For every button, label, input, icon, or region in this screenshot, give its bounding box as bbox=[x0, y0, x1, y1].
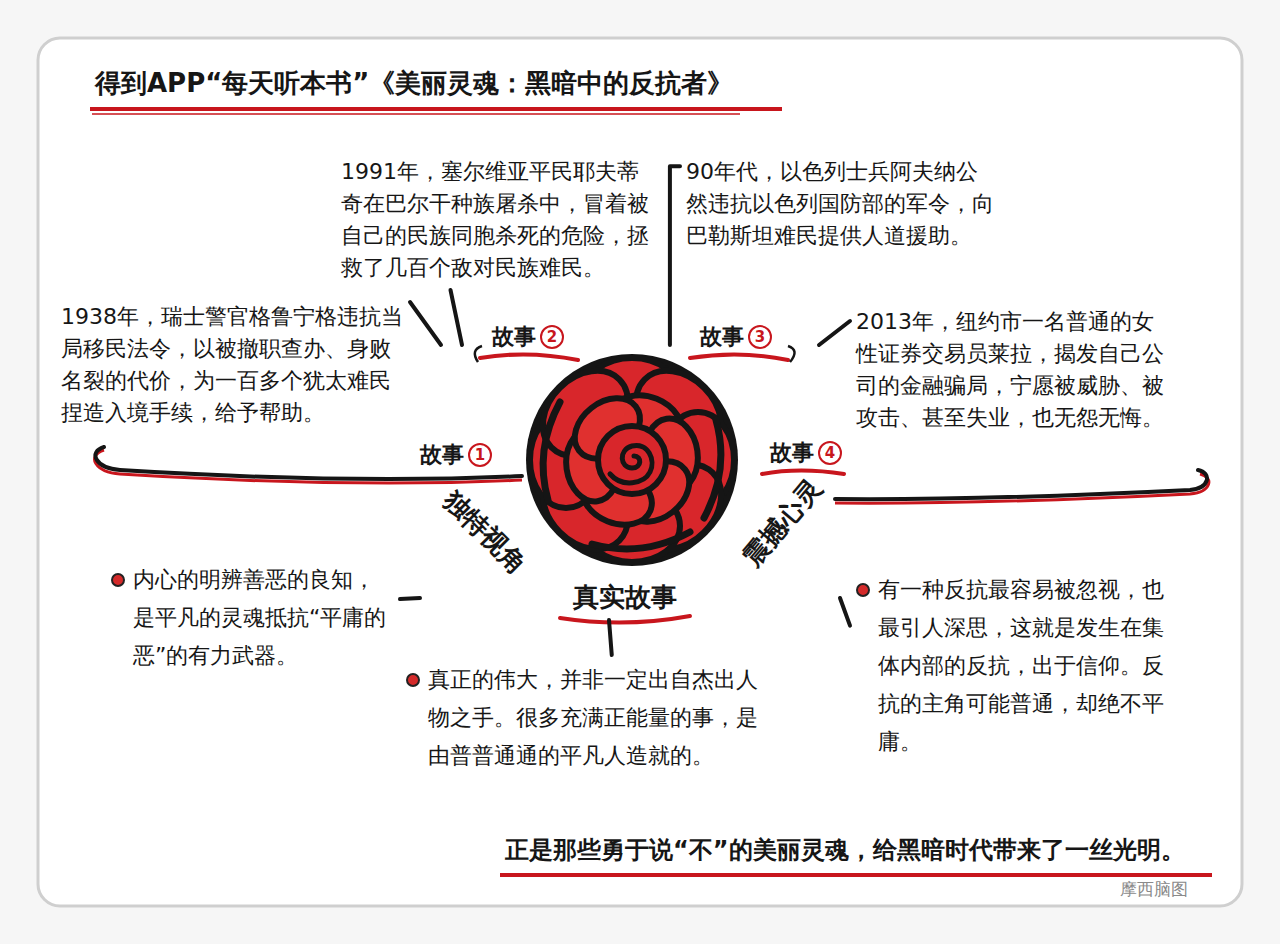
banner-holder: 真实故事 bbox=[573, 582, 677, 612]
caption-underline bbox=[500, 873, 1212, 877]
banner-scroll bbox=[480, 354, 578, 360]
label-holder: 故事 bbox=[420, 440, 464, 470]
connector-line bbox=[400, 598, 420, 599]
story-tag: 故事 bbox=[492, 324, 536, 349]
story-box: 1991年，塞尔维亚平民耶夫蒂奇在巴尔干种族屠杀中，冒着被自己的民族同胞杀死的危… bbox=[335, 150, 665, 290]
card-frame bbox=[38, 38, 1242, 906]
story-tag: 故事 bbox=[700, 324, 744, 349]
banner-text: 震撼心灵 bbox=[737, 473, 827, 572]
connector-line bbox=[451, 290, 463, 345]
rose-spiral bbox=[610, 445, 652, 482]
connector-line bbox=[609, 620, 612, 655]
point-text: 真正的伟大，并非一定出自杰出人物之手。很多充满正能量的事，是由普普通通的平凡人造… bbox=[428, 661, 779, 775]
story-text: 90年代，以色列士兵阿夫纳公然违抗以色列国防部的军令，向巴勒斯坦难民提供人道援助… bbox=[686, 156, 994, 252]
label-holder: 故事 bbox=[492, 322, 536, 352]
label-holder: 4 bbox=[818, 441, 842, 465]
rose-base bbox=[526, 354, 738, 566]
story-text: 1938年，瑞士警官格鲁宁格违抗当局移民法令，以被撤职查办、身败名裂的代价，为一… bbox=[61, 301, 404, 429]
story-text: 2013年，纽约市一名普通的女性证券交易员莱拉，揭发自己公司的金融骗局，宁愿被威… bbox=[856, 306, 1164, 434]
swoosh-line bbox=[835, 470, 1207, 499]
banner-scroll bbox=[560, 616, 690, 623]
bullet-dot bbox=[856, 583, 870, 597]
callout-number: 4 bbox=[818, 441, 842, 465]
banner-scroll bbox=[690, 354, 788, 360]
connector-line bbox=[670, 166, 680, 345]
title: 得到APP“每天听本书”《美丽灵魂：黑暗中的反抗者》 bbox=[95, 68, 733, 98]
key-point: 真正的伟大，并非一定出自杰出人物之手。很多充满正能量的事，是由普普通通的平凡人造… bbox=[400, 655, 785, 781]
rose-shadow bbox=[592, 532, 690, 549]
connector-line bbox=[840, 598, 850, 626]
rose-bud bbox=[598, 426, 666, 494]
banner-text: 独特视角 bbox=[438, 485, 533, 580]
caption: 正是那些勇于说“不”的美丽灵魂，给黑暗时代带来了一丝光明。 bbox=[505, 836, 1185, 864]
title-holder: 得到APP“每天听本书”《美丽灵魂：黑暗中的反抗者》 bbox=[95, 66, 733, 100]
story-text: 1991年，塞尔维亚平民耶夫蒂奇在巴尔干种族屠杀中，冒着被自己的民族同胞杀死的危… bbox=[341, 156, 659, 284]
banner-text: 真实故事 bbox=[573, 582, 677, 612]
title-underline bbox=[92, 113, 740, 115]
callout-number: 3 bbox=[748, 325, 772, 349]
story-tag: 故事 bbox=[770, 440, 814, 465]
label-holder: 3 bbox=[748, 325, 772, 349]
story-tag: 故事 bbox=[420, 442, 464, 467]
rose-node: 独特视角真实故事 震撼心灵 bbox=[420, 345, 840, 620]
connector-line bbox=[819, 321, 850, 345]
label-holder: 故事 bbox=[700, 322, 744, 352]
title-underline bbox=[90, 107, 782, 111]
banner-holder: 震撼心灵 bbox=[737, 473, 827, 572]
rose-illustration bbox=[526, 354, 738, 566]
story-box: 90年代，以色列士兵阿夫纳公然违抗以色列国防部的军令，向巴勒斯坦难民提供人道援助… bbox=[680, 150, 1000, 258]
bullet-dot bbox=[111, 573, 125, 587]
connector-line bbox=[410, 302, 441, 345]
banner-scroll bbox=[788, 346, 795, 362]
callout-number: 2 bbox=[540, 325, 564, 349]
banner-holder: 独特视角 bbox=[438, 485, 533, 580]
point-text: 内心的明辨善恶的良知，是平凡的灵魂抵抗“平庸的恶”的有力武器。 bbox=[133, 561, 394, 675]
label-holder: 2 bbox=[540, 325, 564, 349]
rose-shadow bbox=[543, 402, 560, 500]
caption-holder: 正是那些勇于说“不”的美丽灵魂，给黑暗时代带来了一丝光明。 bbox=[505, 834, 1185, 866]
banner-scroll bbox=[475, 346, 482, 362]
watermark: 摩西脑图 bbox=[1120, 879, 1188, 899]
point-text: 有一种反抗最容易被忽视，也最引人深思，这就是发生在集体内部的反抗，出于信仰。反抗… bbox=[878, 571, 1179, 761]
rose-shadow bbox=[704, 420, 721, 518]
label-holder: 摩西脑图 bbox=[1120, 878, 1188, 900]
story-box: 1938年，瑞士警官格鲁宁格违抗当局移民法令，以被撤职查办、身败名裂的代价，为一… bbox=[55, 295, 410, 435]
label-holder: 故事 bbox=[770, 438, 814, 468]
label-holder: 1 bbox=[468, 443, 492, 467]
bullet-dot bbox=[406, 673, 420, 687]
callout-number: 1 bbox=[468, 443, 492, 467]
key-point: 有一种反抗最容易被忽视，也最引人深思，这就是发生在集体内部的反抗，出于信仰。反抗… bbox=[850, 565, 1185, 767]
story-box: 2013年，纽约市一名普通的女性证券交易员莱拉，揭发自己公司的金融骗局，宁愿被威… bbox=[850, 300, 1170, 440]
key-point: 内心的明辨善恶的良知，是平凡的灵魂抵抗“平庸的恶”的有力武器。 bbox=[105, 555, 400, 681]
